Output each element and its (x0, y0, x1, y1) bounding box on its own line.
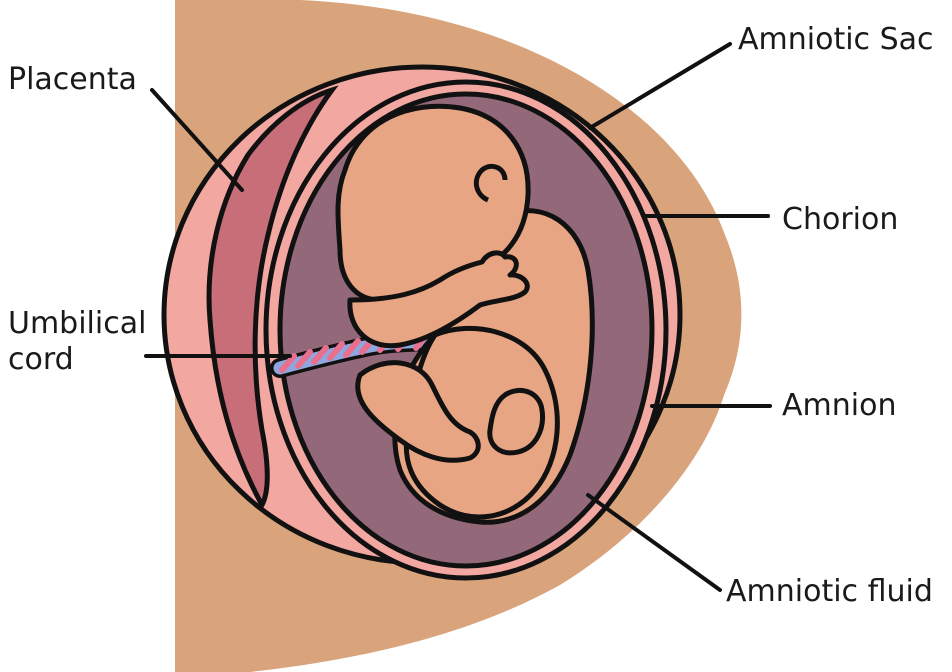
label-umbilical-cord-line2: cord (8, 342, 146, 378)
leader-amniotic-sac (590, 44, 730, 128)
fetus-foot (490, 390, 543, 452)
label-umbilical-cord: Umbilical cord (8, 306, 146, 378)
label-amniotic-fluid: Amniotic fluid (726, 574, 933, 610)
label-amnion: Amnion (782, 388, 896, 424)
label-umbilical-cord-line1: Umbilical (8, 306, 146, 342)
label-amniotic-sac: Amniotic Sac (738, 22, 934, 58)
label-chorion: Chorion (782, 202, 898, 238)
label-placenta: Placenta (8, 62, 137, 98)
